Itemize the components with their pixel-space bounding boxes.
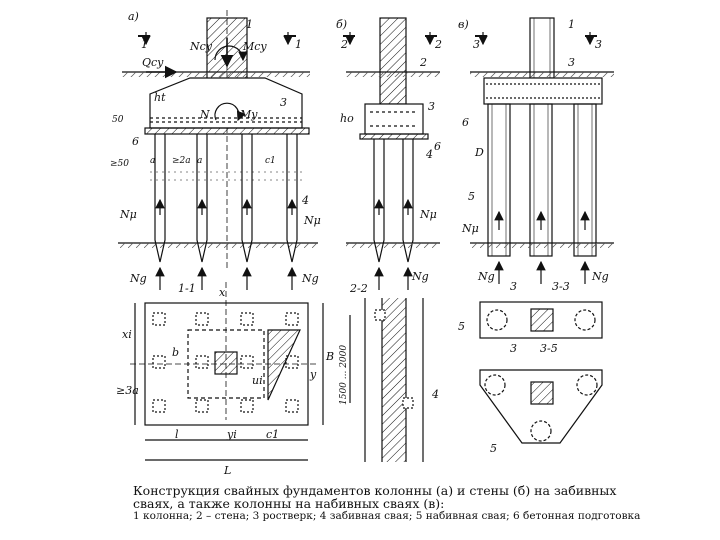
caption-legend: 1 колонна; 2 – стена; 3 ростверк; 4 заби… <box>133 510 641 522</box>
force-nmu-b: Nμ <box>419 208 437 221</box>
section-mark-2-right: 2 <box>434 38 442 51</box>
dim-b: b <box>172 346 179 359</box>
label-element-4-plan: 4 <box>431 388 439 401</box>
dim-50: 50 <box>112 115 124 125</box>
driven-piles-a <box>150 134 302 263</box>
axis-y: y <box>309 368 317 381</box>
section-title-1-1: 1-1 <box>178 282 196 295</box>
panel-a-column-driven-piles: а) 1 1 1 <box>110 10 321 295</box>
label-element-5-v: 5 <box>468 190 475 203</box>
label-element-5-plan-b: 5 <box>490 442 497 455</box>
wall <box>379 17 407 105</box>
figure-caption: Конструкция свайных фундаментов колонны … <box>133 484 713 523</box>
force-ng-v-left: Ng <box>477 270 495 283</box>
force-nmu-left: Nμ <box>119 208 137 221</box>
section-title-3-5: 3-5 <box>540 342 558 355</box>
dim-ge3a: ≥3a <box>116 384 139 397</box>
label-element-6-v: 6 <box>462 116 469 129</box>
force-ng-a-left: Ng <box>129 272 147 285</box>
label-D: D <box>474 146 484 159</box>
plan-3-3-outline <box>479 301 603 339</box>
section-title-3-3: 3-3 <box>552 280 570 293</box>
force-ncy: Ncy <box>189 40 213 53</box>
panel-label-v: в) <box>458 18 469 31</box>
dim-ge50: ≥50 <box>110 159 129 169</box>
force-qcy: Qcy <box>142 56 164 69</box>
section-mark-1-left: 1 <box>141 38 148 51</box>
section-mark-2-left: 2 <box>340 38 348 51</box>
section-title-2-2: 2-2 <box>349 282 368 295</box>
axis-x: x <box>219 286 226 299</box>
label-ht: ht <box>154 91 166 104</box>
concrete-prep <box>144 127 310 135</box>
moment-mcy: Mcy <box>242 40 267 53</box>
label-element-1: 1 <box>246 18 253 31</box>
panel-label-b: б) <box>336 18 347 31</box>
force-ng-a-right: Ng <box>301 272 319 285</box>
dim-l: l <box>175 428 179 441</box>
label-element-3-plan-b: 3 <box>510 342 517 355</box>
force-n: N <box>199 108 210 121</box>
force-nmu-v: Nμ <box>461 222 479 235</box>
bored-piles <box>487 103 597 257</box>
panel-label-a: а) <box>128 10 139 23</box>
dim-yi: yi <box>226 428 237 441</box>
dim-ge2a: ≥2a <box>172 156 191 166</box>
moment-my: My <box>239 108 258 121</box>
label-element-4-a: 4 <box>301 194 309 207</box>
section-mark-3-left: 3 <box>473 38 480 51</box>
panel-v-column-bored-piles: в) 3 3 1 3 6 D 5 <box>458 17 614 455</box>
label-element-3-b: 3 <box>428 100 435 113</box>
panel-b-wall-driven-piles: б) 2 2 2 3 6 4 ho Nμ Ng 2-2 <box>336 17 442 462</box>
label-element-2: 2 <box>419 56 427 69</box>
label-element-1-v: 1 <box>568 18 575 31</box>
force-ng-b: Ng <box>411 270 429 283</box>
foundation-drawing: а) 1 1 1 <box>110 10 614 477</box>
label-element-3-plan-a: 3 <box>510 280 517 293</box>
dim-c1-plan: c1 <box>266 428 279 441</box>
dim-ui: ui <box>252 374 263 387</box>
panel-a-plan-view: x y b B l yi c1 L ui xi ≥3a <box>116 282 334 477</box>
label-element-6-a: 6 <box>132 135 139 148</box>
dim-xi: xi <box>122 328 132 341</box>
dim-L: L <box>223 464 231 477</box>
section-mark-3-right: 3 <box>595 38 602 51</box>
label-element-3-v: 3 <box>568 56 575 69</box>
wall-grillage <box>364 103 424 135</box>
label-ho: ho <box>340 112 354 125</box>
label-element-6-b: 6 <box>434 140 441 153</box>
force-ng-v-right: Ng <box>591 270 609 283</box>
caption-line-2: сваях, а также колонны на набивных сваях… <box>133 496 445 511</box>
dim-a-2: a <box>197 156 202 166</box>
label-element-4-b: 4 <box>425 148 433 161</box>
label-element-5-plan-a: 5 <box>458 320 465 333</box>
dim-c1: c1 <box>265 156 276 166</box>
grillage-v <box>483 77 603 105</box>
column-v <box>529 17 555 79</box>
force-nmu-right: Nμ <box>303 214 321 227</box>
caption-line-1: Конструкция свайных фундаментов колонны … <box>133 483 617 498</box>
dim-B: B <box>325 350 334 363</box>
plan-3-5-outline <box>479 369 603 444</box>
dim-1500-2000: 1500 ... 2000 <box>339 345 349 405</box>
dim-a-1: a <box>150 156 155 166</box>
section-mark-1-right: 1 <box>295 38 302 51</box>
label-element-3-a: 3 <box>280 96 287 109</box>
